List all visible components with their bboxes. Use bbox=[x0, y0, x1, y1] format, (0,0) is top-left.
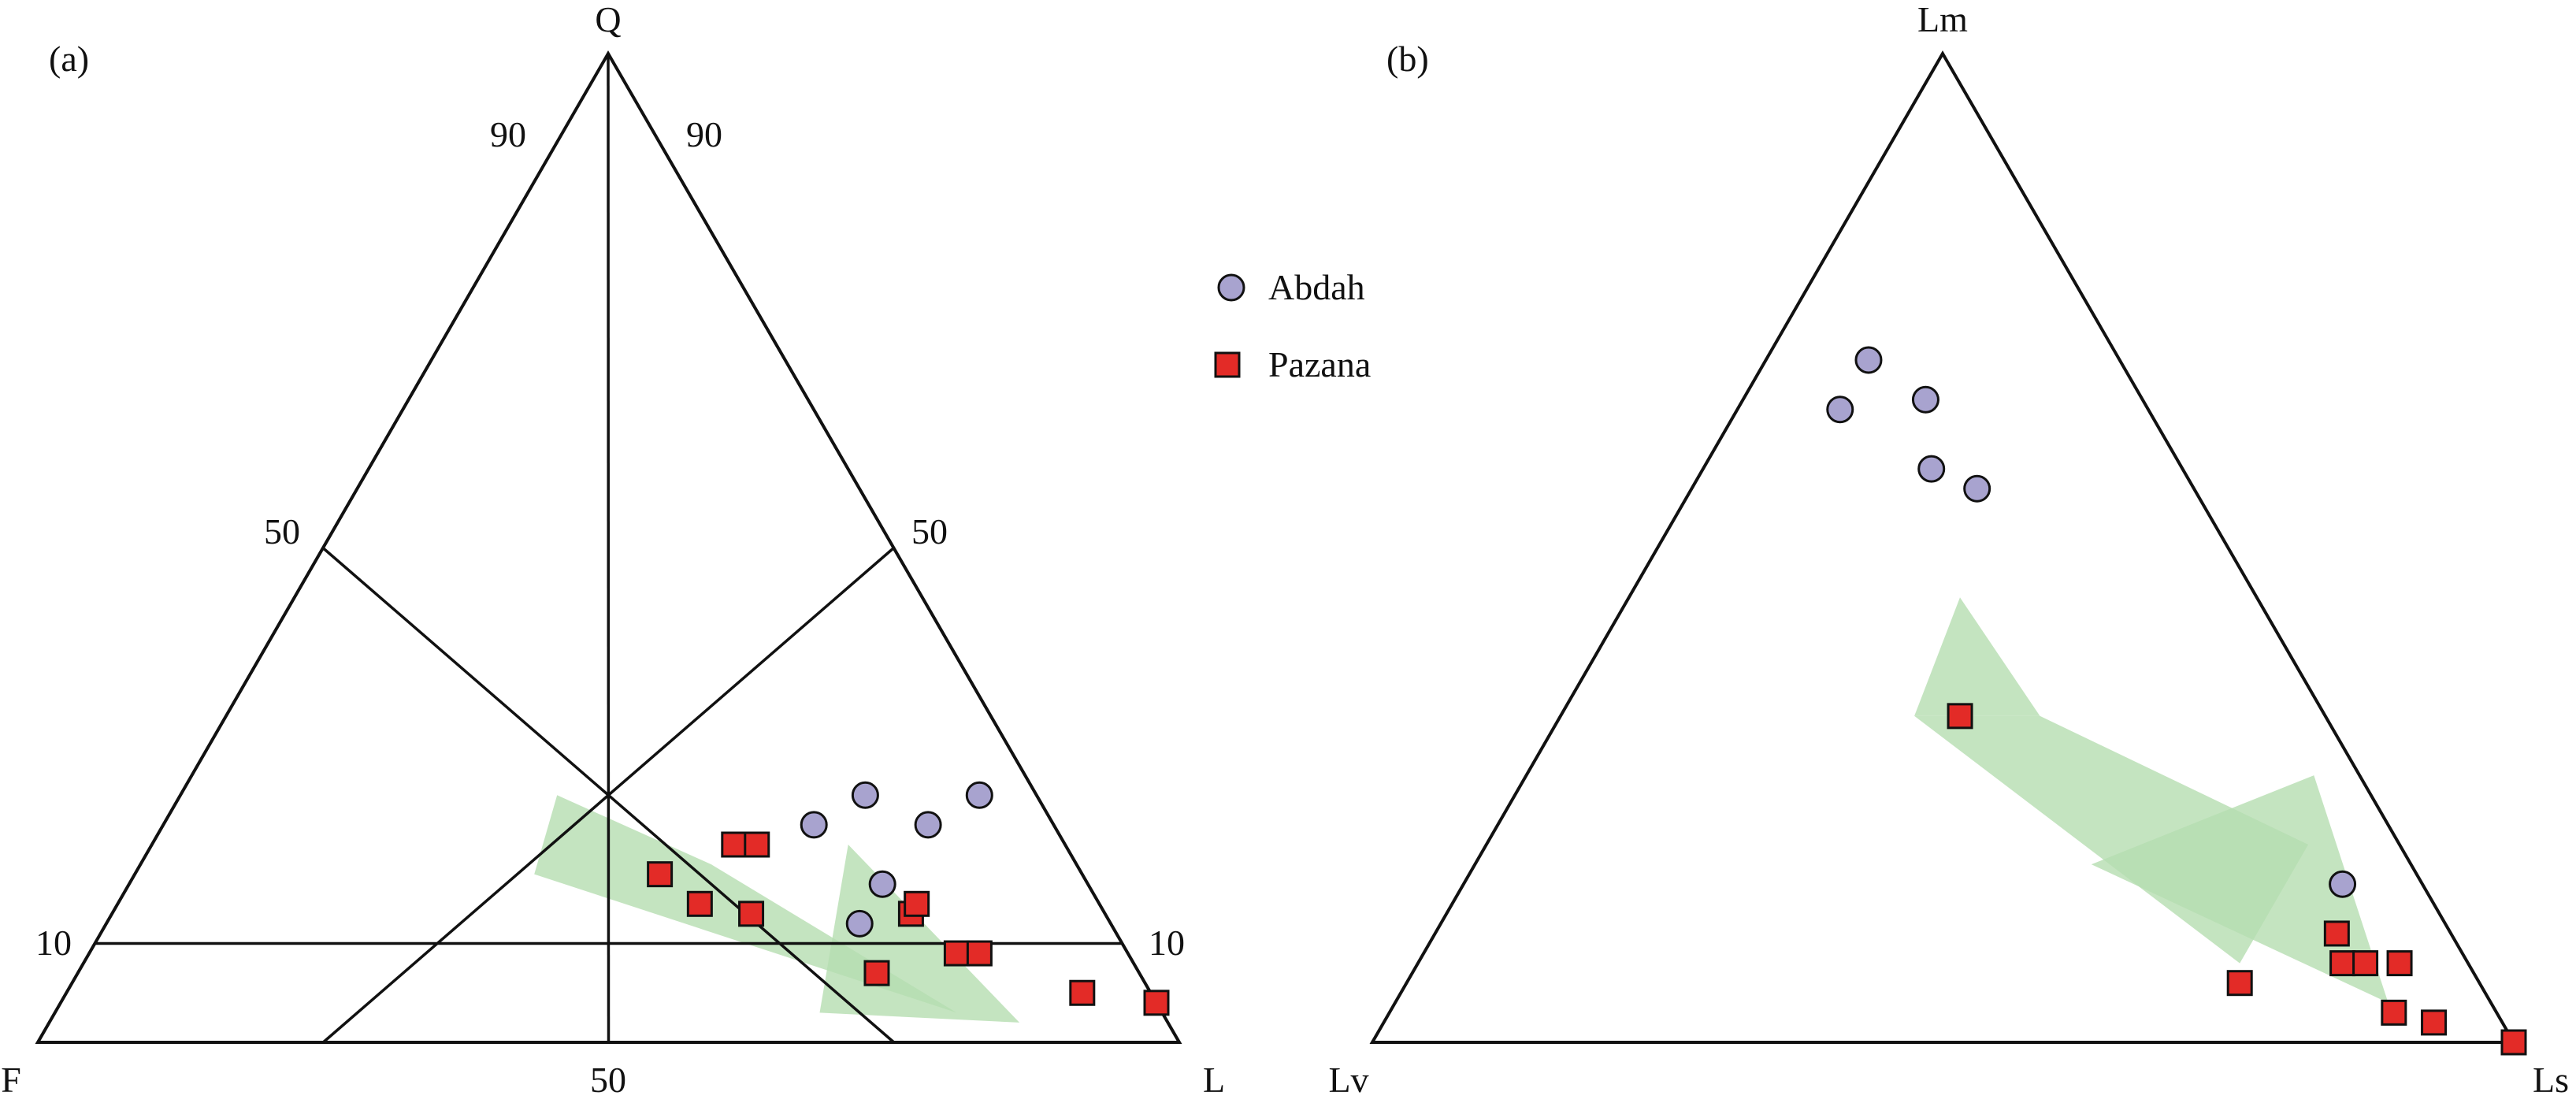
panel-a-abdah-point-5 bbox=[868, 870, 896, 898]
panel-b-pazana-point-4 bbox=[2352, 950, 2379, 977]
panel-a-pazana-point-11 bbox=[1069, 979, 1096, 1006]
panel-b-pazana-point-2 bbox=[2323, 920, 2350, 947]
legend-pazana-label: Pazana bbox=[1268, 344, 1371, 384]
panel-b-pazana-point-6 bbox=[2226, 970, 2253, 997]
panel-a-pazana-point-12 bbox=[1143, 990, 1170, 1016]
panel-b-abdah-point-6 bbox=[2329, 870, 2357, 898]
panel-b-abdah-point-2 bbox=[1911, 385, 1939, 414]
panel-b-abdah-point-5 bbox=[1963, 474, 1991, 503]
legend-abdah-marker bbox=[1217, 273, 1245, 302]
panel-a-data-points bbox=[647, 781, 1170, 1016]
panel-a-qfl-diagram: (a) Q F L 90 50 10 90 50 10 50 bbox=[1, 0, 1225, 1100]
legend-pazana-marker bbox=[1214, 351, 1241, 378]
legend-abdah-label: Abdah bbox=[1268, 267, 1365, 307]
panel-a-pazana-point-5 bbox=[738, 901, 765, 927]
panel-a-pazana-point-9 bbox=[966, 940, 993, 967]
panel-b-pazana-point-1 bbox=[1947, 703, 1973, 730]
panel-b-lithic-diagram: (b) Lm Lv Ls bbox=[1328, 0, 2569, 1100]
vertex-label-ls: Ls bbox=[2533, 1060, 2569, 1100]
panel-b-trend-arrow-part-3 bbox=[2091, 775, 2389, 1003]
panel-a-trend-arrow-part-2 bbox=[819, 845, 1020, 1023]
panel-b-abdah-point-4 bbox=[1917, 455, 1946, 483]
panel-a-abdah-point-3 bbox=[851, 781, 879, 809]
panel-b-abdah-point-3 bbox=[1826, 396, 1854, 424]
vertex-label-l: L bbox=[1203, 1060, 1225, 1100]
panel-a-field-boundaries bbox=[36, 53, 1181, 1044]
panel-b-pazana-point-7 bbox=[2381, 999, 2407, 1026]
vertex-label-lm: Lm bbox=[1917, 0, 1968, 39]
tick-label-right-10: 10 bbox=[1149, 923, 1185, 963]
panel-a-pazana-point-7 bbox=[904, 890, 930, 917]
panel-a-abdah-point-2 bbox=[914, 811, 942, 839]
vertex-label-q: Q bbox=[595, 0, 621, 39]
panel-b-data-points bbox=[1826, 346, 2527, 1056]
panel-a-pazana-point-3 bbox=[647, 861, 674, 888]
panel-a-pazana-point-2 bbox=[744, 831, 770, 858]
tick-label-bottom-50: 50 bbox=[590, 1060, 626, 1100]
panel-a-abdah-point-4 bbox=[965, 781, 993, 809]
panel-a-boundary-line-2 bbox=[36, 151, 553, 1043]
tick-label-left-90: 90 bbox=[490, 114, 526, 154]
panel-a-boundary-line-1 bbox=[663, 151, 1181, 1043]
panel-a-abdah-point-6 bbox=[845, 909, 874, 938]
vertex-label-lv: Lv bbox=[1328, 1060, 1368, 1100]
panel-a-pazana-point-10 bbox=[863, 960, 890, 986]
panel-a-pazana-point-4 bbox=[686, 890, 713, 917]
tick-label-right-50: 50 bbox=[911, 511, 948, 552]
legend: Abdah Pazana bbox=[1214, 267, 1371, 384]
panel-a-pazana-point-8 bbox=[943, 940, 970, 967]
tick-label-left-10: 10 bbox=[35, 923, 72, 963]
vertex-label-f: F bbox=[1, 1060, 21, 1100]
panel-b-pazana-point-8 bbox=[2421, 1009, 2448, 1036]
panel-a-arrow-group bbox=[534, 795, 1020, 1023]
panel-b-pazana-point-3 bbox=[2329, 950, 2356, 977]
panel-b-label: (b) bbox=[1386, 39, 1429, 79]
panel-b-arrow-group bbox=[1914, 597, 2389, 1003]
tick-label-right-90: 90 bbox=[686, 114, 722, 154]
panel-b-trend-arrow-part-1 bbox=[1914, 597, 2040, 716]
panel-b-triangle-frame bbox=[1369, 50, 2517, 1044]
panel-b-abdah-point-1 bbox=[1854, 346, 1883, 374]
panel-a-label: (a) bbox=[49, 39, 89, 79]
panel-a-abdah-point-1 bbox=[800, 811, 828, 839]
panel-a-pazana-point-1 bbox=[721, 831, 748, 858]
panel-b-pazana-point-9 bbox=[2500, 1029, 2527, 1056]
tick-label-left-50: 50 bbox=[264, 511, 300, 552]
panel-b-pazana-point-5 bbox=[2386, 950, 2413, 977]
panel-a-boundary-line-5 bbox=[607, 53, 611, 1043]
